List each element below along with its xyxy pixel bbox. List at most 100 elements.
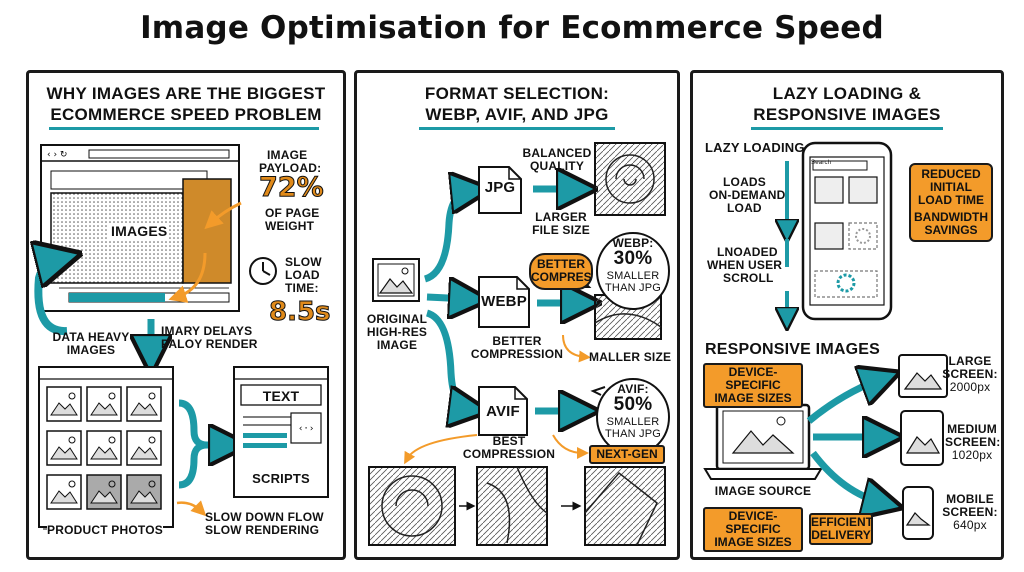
delays-line1: IMARY DELAYS xyxy=(161,324,253,338)
delays-line2: PALOY RENDER xyxy=(161,337,258,351)
payload-sub-line1: OF PAGE xyxy=(265,206,320,220)
jpg-note-line2: QUALITY xyxy=(529,159,585,173)
load-time-value: 8.5s xyxy=(269,297,332,328)
photo-icon xyxy=(372,258,420,302)
avif-note-line2: COMPRESSION xyxy=(462,447,556,461)
product-photo-icon xyxy=(86,430,122,466)
loads-line3: LOAD xyxy=(727,201,762,215)
webp-stat-line4: THAN JPG xyxy=(605,282,661,294)
page-title: Image Optimisation for Ecommerce Speed xyxy=(140,10,884,46)
product-photo-icon xyxy=(126,474,162,510)
panel-heading-line1: WHY IMAGES ARE THE BIGGEST xyxy=(46,84,326,103)
large-size: 2000px xyxy=(949,380,991,394)
slow-flow-line2: SLOW RENDERING xyxy=(205,523,320,537)
panel-heading-line2: RESPONSIVE IMAGES xyxy=(753,105,941,124)
slow-flow-line1: SLOW DOWN FLOW xyxy=(205,510,324,524)
product-photo-icon xyxy=(126,430,162,466)
webp-note-line2: COMPRESSION xyxy=(470,347,564,361)
reduced-load-badge: REDUCED INITIAL LOAD TIME BANDWIDTH SAVI… xyxy=(909,163,993,242)
avif-note-line1: BEST xyxy=(492,434,526,448)
better-compres-line1: BETTER xyxy=(537,257,585,271)
product-photo-icon xyxy=(46,430,82,466)
panel-heading-line1: FORMAT SELECTION: xyxy=(424,84,610,103)
heading-underline xyxy=(49,127,319,130)
jpg-size-line1: LARGER xyxy=(535,210,587,224)
original-line2: HIGH-RES xyxy=(366,325,428,339)
panel-heading-line2: WEBP, AVIF, AND JPG xyxy=(425,105,609,124)
images-label: IMAGES xyxy=(109,223,170,239)
maller-size-label: MALLER SIZE xyxy=(589,350,672,364)
medium-size: 1020px xyxy=(951,448,993,462)
webp-stat-line3: SMALLER xyxy=(606,270,660,282)
responsive-heading: RESPONSIVE IMAGES xyxy=(705,341,880,358)
bandwidth-line1: BANDWIDTH xyxy=(914,210,988,224)
efficient-delivery-tag: EFFICIENT DELIVERY xyxy=(809,513,873,545)
payload-sub-line2: WEIGHT xyxy=(265,219,315,233)
jpg-note-line1: BALANCED xyxy=(522,146,592,160)
device-specific-tag-2: DEVICE-SPECIFIC IMAGE SIZES xyxy=(703,507,803,552)
mobile-line2: SCREEN: xyxy=(942,505,998,519)
better-compres-line2: COMPRES xyxy=(531,270,592,284)
large-line1: LARGE xyxy=(948,354,992,368)
svg-text:‹ › ↻: ‹ › ↻ xyxy=(47,150,67,160)
product-photos-label: PRODUCT PHOTOS xyxy=(47,523,163,537)
heading-underline xyxy=(419,127,615,130)
original-line3: IMAGE xyxy=(376,338,418,352)
efficient-line1: EFFICIENT xyxy=(811,515,873,529)
reduced-line1: REDUCED xyxy=(921,167,981,181)
product-photo-icon xyxy=(86,386,122,422)
slow-line2: LOAD xyxy=(285,268,320,282)
search-placeholder: Search xyxy=(811,160,832,166)
efficient-line2: DELIVERY xyxy=(811,528,871,542)
product-photo-icon xyxy=(46,474,82,510)
product-photo-icon xyxy=(86,474,122,510)
panel-heading-line1: LAZY LOADING & xyxy=(772,84,922,103)
data-heavy-line1: DATA HEAVY xyxy=(52,330,130,344)
better-compres-bubble: BETTER COMPRES xyxy=(529,253,593,290)
avif-stat-line3: SMALLER xyxy=(606,416,660,428)
slow-line1: SLOW xyxy=(285,255,322,269)
panel-heading-line2: ECOMMERCE SPEED PROBLEM xyxy=(50,105,322,124)
payload-label-line2: PAYLOAD: xyxy=(259,161,322,175)
monitor-icon xyxy=(898,354,948,398)
webp-note-line1: BETTER xyxy=(492,334,542,348)
lnoaded-line3: SCROLL xyxy=(723,271,774,285)
smartphone-icon xyxy=(801,141,893,321)
avif-label: AVIF xyxy=(486,403,520,420)
lazy-responsive-illustration xyxy=(703,141,948,540)
heading-underline xyxy=(751,127,943,130)
original-line1: ORIGINAL xyxy=(366,312,428,326)
device-tag2-line1: DEVICE-SPECIFIC xyxy=(725,509,781,536)
text-label: TEXT xyxy=(262,388,300,404)
tablet-icon xyxy=(900,410,944,466)
loads-line2: ON-DEMAND xyxy=(709,188,786,202)
avif-stat-line1: AVIF: xyxy=(617,382,649,396)
lnoaded-line2: WHEN USER xyxy=(707,258,783,272)
panel-lazy-responsive: LAZY LOADING & RESPONSIVE IMAGES xyxy=(690,70,1004,560)
mobile-size: 640px xyxy=(953,518,987,532)
reduced-line2: INITIAL xyxy=(930,180,972,194)
product-photo-icon xyxy=(126,386,162,422)
avif-stat-value: 50% xyxy=(613,394,653,415)
next-gen-badge: NEXT-GEN xyxy=(589,445,665,464)
jpg-label: JPG xyxy=(484,179,516,196)
webp-stat-line1: WEBP: xyxy=(612,236,654,250)
device-specific-tag: DEVICE-SPECIFIC IMAGE SIZES xyxy=(703,363,803,408)
code-file-icon: ‹·› xyxy=(233,366,329,498)
fabric-swirl-image-icon xyxy=(594,142,666,216)
webp-label: WEBP xyxy=(481,293,527,310)
payload-value: 72% xyxy=(259,172,325,204)
mobile-icon xyxy=(902,486,934,540)
webp-stat-value: 30% xyxy=(613,248,653,269)
slow-line3: TIME: xyxy=(285,281,319,295)
clock-icon xyxy=(249,257,277,285)
svg-text:‹·›: ‹·› xyxy=(298,424,314,434)
format-flow-illustration xyxy=(368,142,670,546)
lnoaded-line1: LNOADED xyxy=(717,245,778,259)
mobile-line1: MOBILE xyxy=(946,492,994,506)
avif-stat-line4: THAN JPG xyxy=(605,428,661,440)
panel-format-selection: FORMAT SELECTION: WEBP, AVIF, AND JPG xyxy=(354,70,680,560)
large-line2: SCREEN: xyxy=(942,367,998,381)
panel-speed-problem: WHY IMAGES ARE THE BIGGEST ECOMMERCE SPE… xyxy=(26,70,346,560)
product-photo-icon xyxy=(46,386,82,422)
